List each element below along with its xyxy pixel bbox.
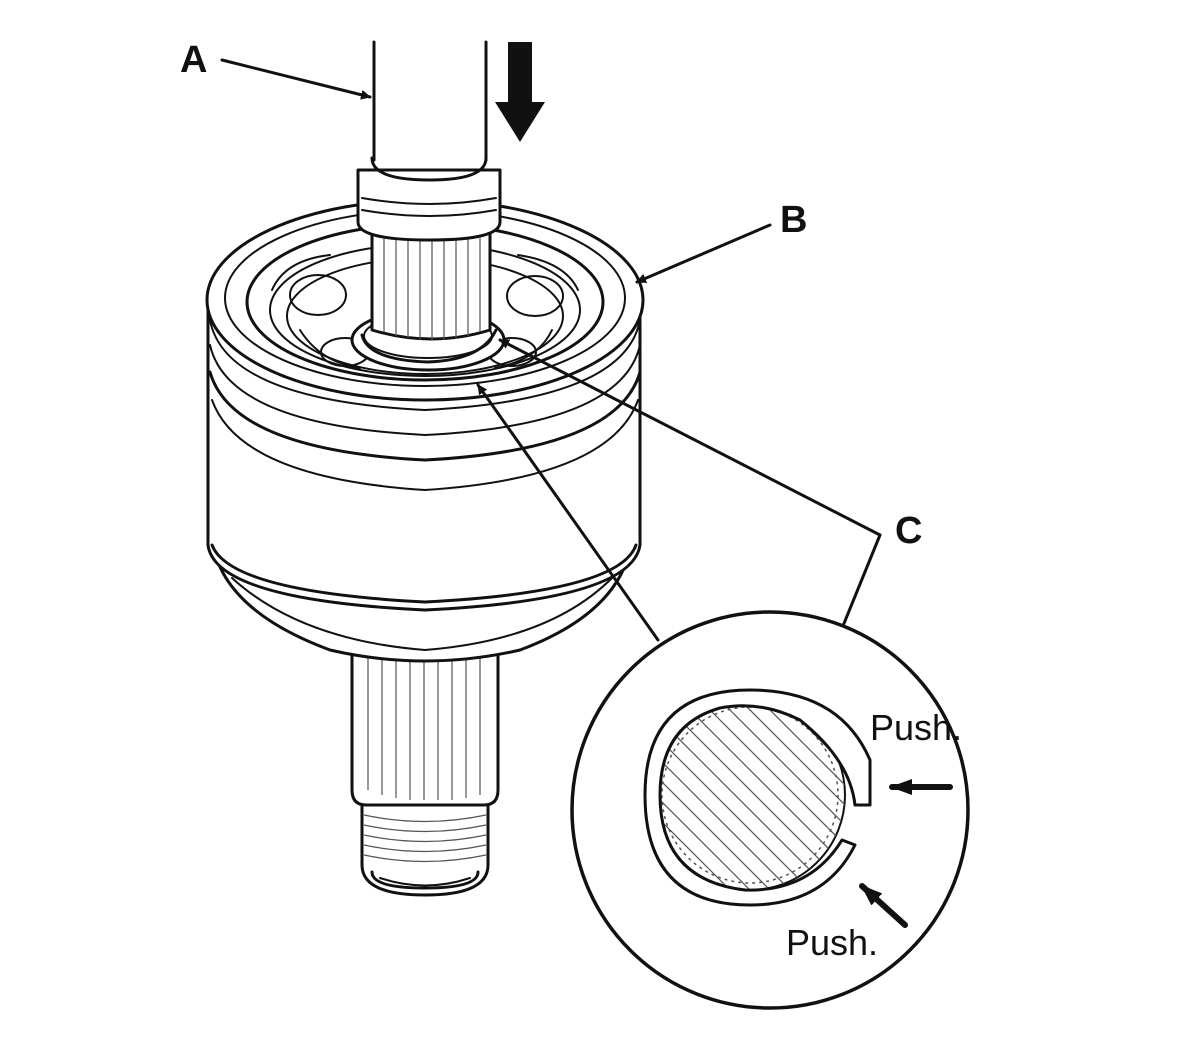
arrow-down-icon bbox=[495, 42, 545, 142]
label-push-lower: Push. bbox=[786, 922, 878, 963]
label-b: B bbox=[780, 199, 807, 241]
label-a: A bbox=[180, 39, 207, 81]
label-push-upper: Push. bbox=[870, 707, 962, 748]
label-c: C bbox=[895, 510, 922, 552]
driveshaft bbox=[356, 40, 502, 341]
labels: A B C Push. Push. bbox=[180, 39, 962, 963]
stub-shaft bbox=[350, 638, 500, 897]
detail-inset bbox=[570, 610, 970, 1010]
